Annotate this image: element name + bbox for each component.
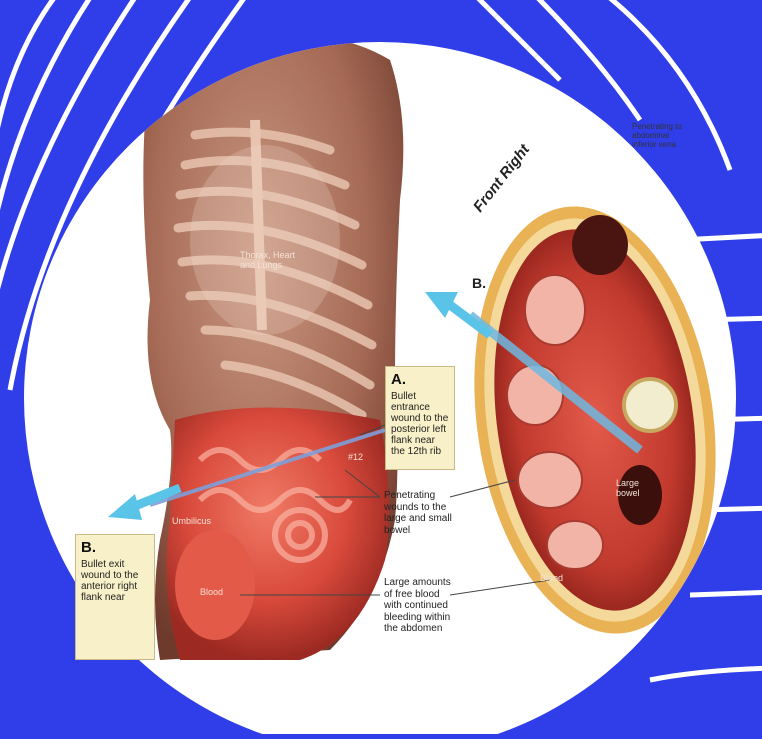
blood-right-label: Blood	[540, 573, 563, 583]
callout-a: A. Bullet entrance wound to the posterio…	[385, 366, 455, 470]
thorax-label: Thorax, Heart and Lungs	[240, 250, 300, 271]
penetrating-label: Penetrating wounds to the large and smal…	[384, 490, 452, 536]
callout-b: B. Bullet exit wound to the anterior rig…	[75, 534, 155, 660]
top-right-note: Penetrating to abdominal inferior vena	[632, 122, 694, 150]
callout-b-text: Bullet exit wound to the anterior right …	[81, 559, 149, 603]
free-blood-label: Large amounts of free blood with continu…	[384, 577, 452, 635]
blood-pool-left	[175, 530, 255, 640]
cross-section-dark-lumen	[572, 215, 628, 275]
blood-left-label: Blood	[200, 587, 223, 597]
large-bowel-label: Large bowel	[616, 478, 656, 499]
rib-12-label: #12	[348, 452, 363, 462]
lungs	[190, 145, 340, 335]
callout-b-letter: B.	[81, 539, 149, 556]
callout-a-letter: A.	[391, 371, 449, 388]
callout-a-text: Bullet entrance wound to the posterior l…	[391, 391, 449, 457]
umbilicus-label: Umbilicus	[172, 516, 211, 526]
vertebra	[624, 379, 676, 431]
b-marker-label: B.	[472, 275, 486, 291]
